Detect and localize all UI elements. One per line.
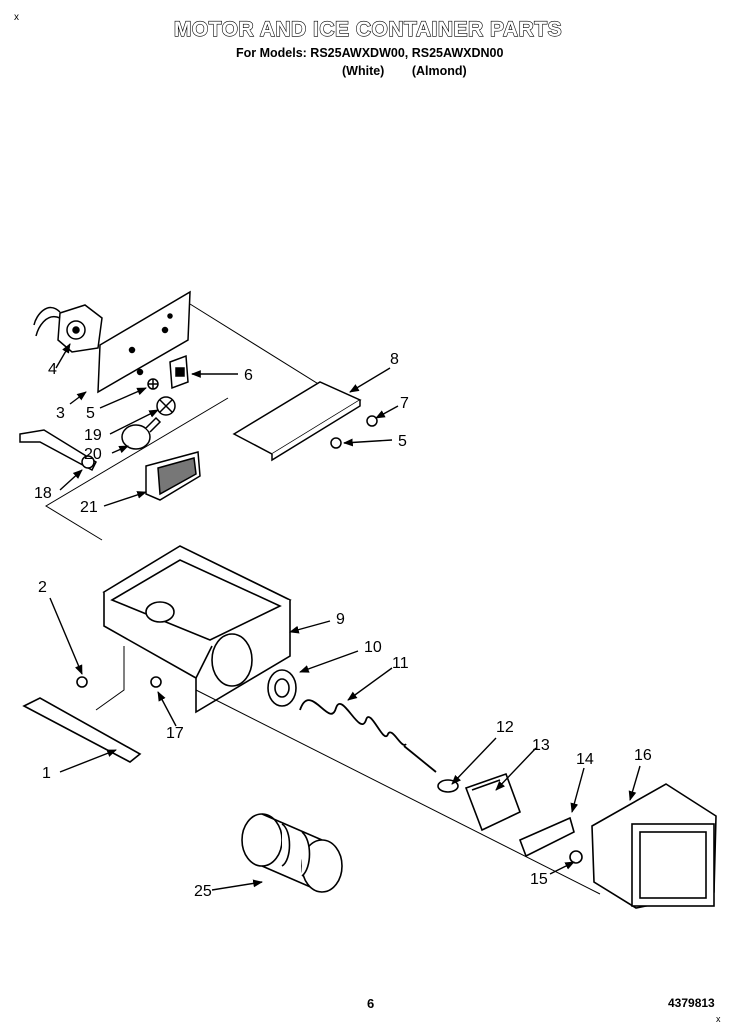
callout-8: 8 [390,351,399,368]
callout-17: 17 [166,725,184,742]
document-number: 4379813 [668,996,715,1010]
mounting-plate-part [97,290,191,394]
motor-part [33,304,103,353]
callout-1: 1 [42,765,51,782]
corner-mark: x [14,12,19,23]
switch-bracket-part [169,354,189,390]
color-variants: (White) (Almond) [342,64,467,78]
cover-plate-part [232,381,362,462]
callout-25: 25 [194,883,212,900]
callout-12: 12 [496,719,514,736]
callout-10: 10 [364,639,382,656]
light-bulb-part [121,416,162,450]
callout-20: 20 [84,446,102,463]
models-line: For Models: RS25AWXDW00, RS25AWXDN00 [236,46,504,60]
callout-16: 16 [634,747,652,764]
callout-5-lower: 5 [398,433,407,450]
document-number-suffix: x [716,1014,721,1024]
callout-19: 19 [84,427,102,444]
page-number: 6 [367,996,375,1011]
crusher-part [464,772,522,832]
ice-container-part [102,545,292,714]
callout-21: 21 [80,499,98,516]
light-shield-part [145,451,201,501]
callout-6: 6 [244,367,253,384]
callout-arrows [49,343,641,891]
callout-13: 13 [532,737,550,754]
page-title: MOTOR AND ICE CONTAINER PARTS [173,17,563,41]
callout-5-upper: 5 [86,405,95,422]
callout-11: 11 [392,655,409,672]
callout-7: 7 [400,395,409,412]
alignment-line [95,646,601,895]
callout-9: 9 [336,611,345,628]
shelf-part [22,676,162,763]
callout-14: 14 [576,751,594,768]
color-white-label: (White) [342,64,385,78]
lamp-socket-part [156,396,176,416]
wiring-harness-part [19,429,97,472]
callout-15: 15 [530,871,548,888]
drive-coupling-part [241,813,343,893]
color-almond-label: (Almond) [411,64,467,78]
auger-part [299,699,437,773]
auger-seal-part [267,669,297,707]
screw-part [147,378,159,390]
chute-housing-part [591,783,717,909]
callout-3: 3 [56,405,65,422]
assembly-boundary-line [45,303,321,541]
bracket-part [518,816,583,864]
callout-2: 2 [38,579,47,596]
screw-pair-part [330,415,378,449]
callout-18: 18 [34,485,52,502]
callout-4: 4 [48,361,57,378]
